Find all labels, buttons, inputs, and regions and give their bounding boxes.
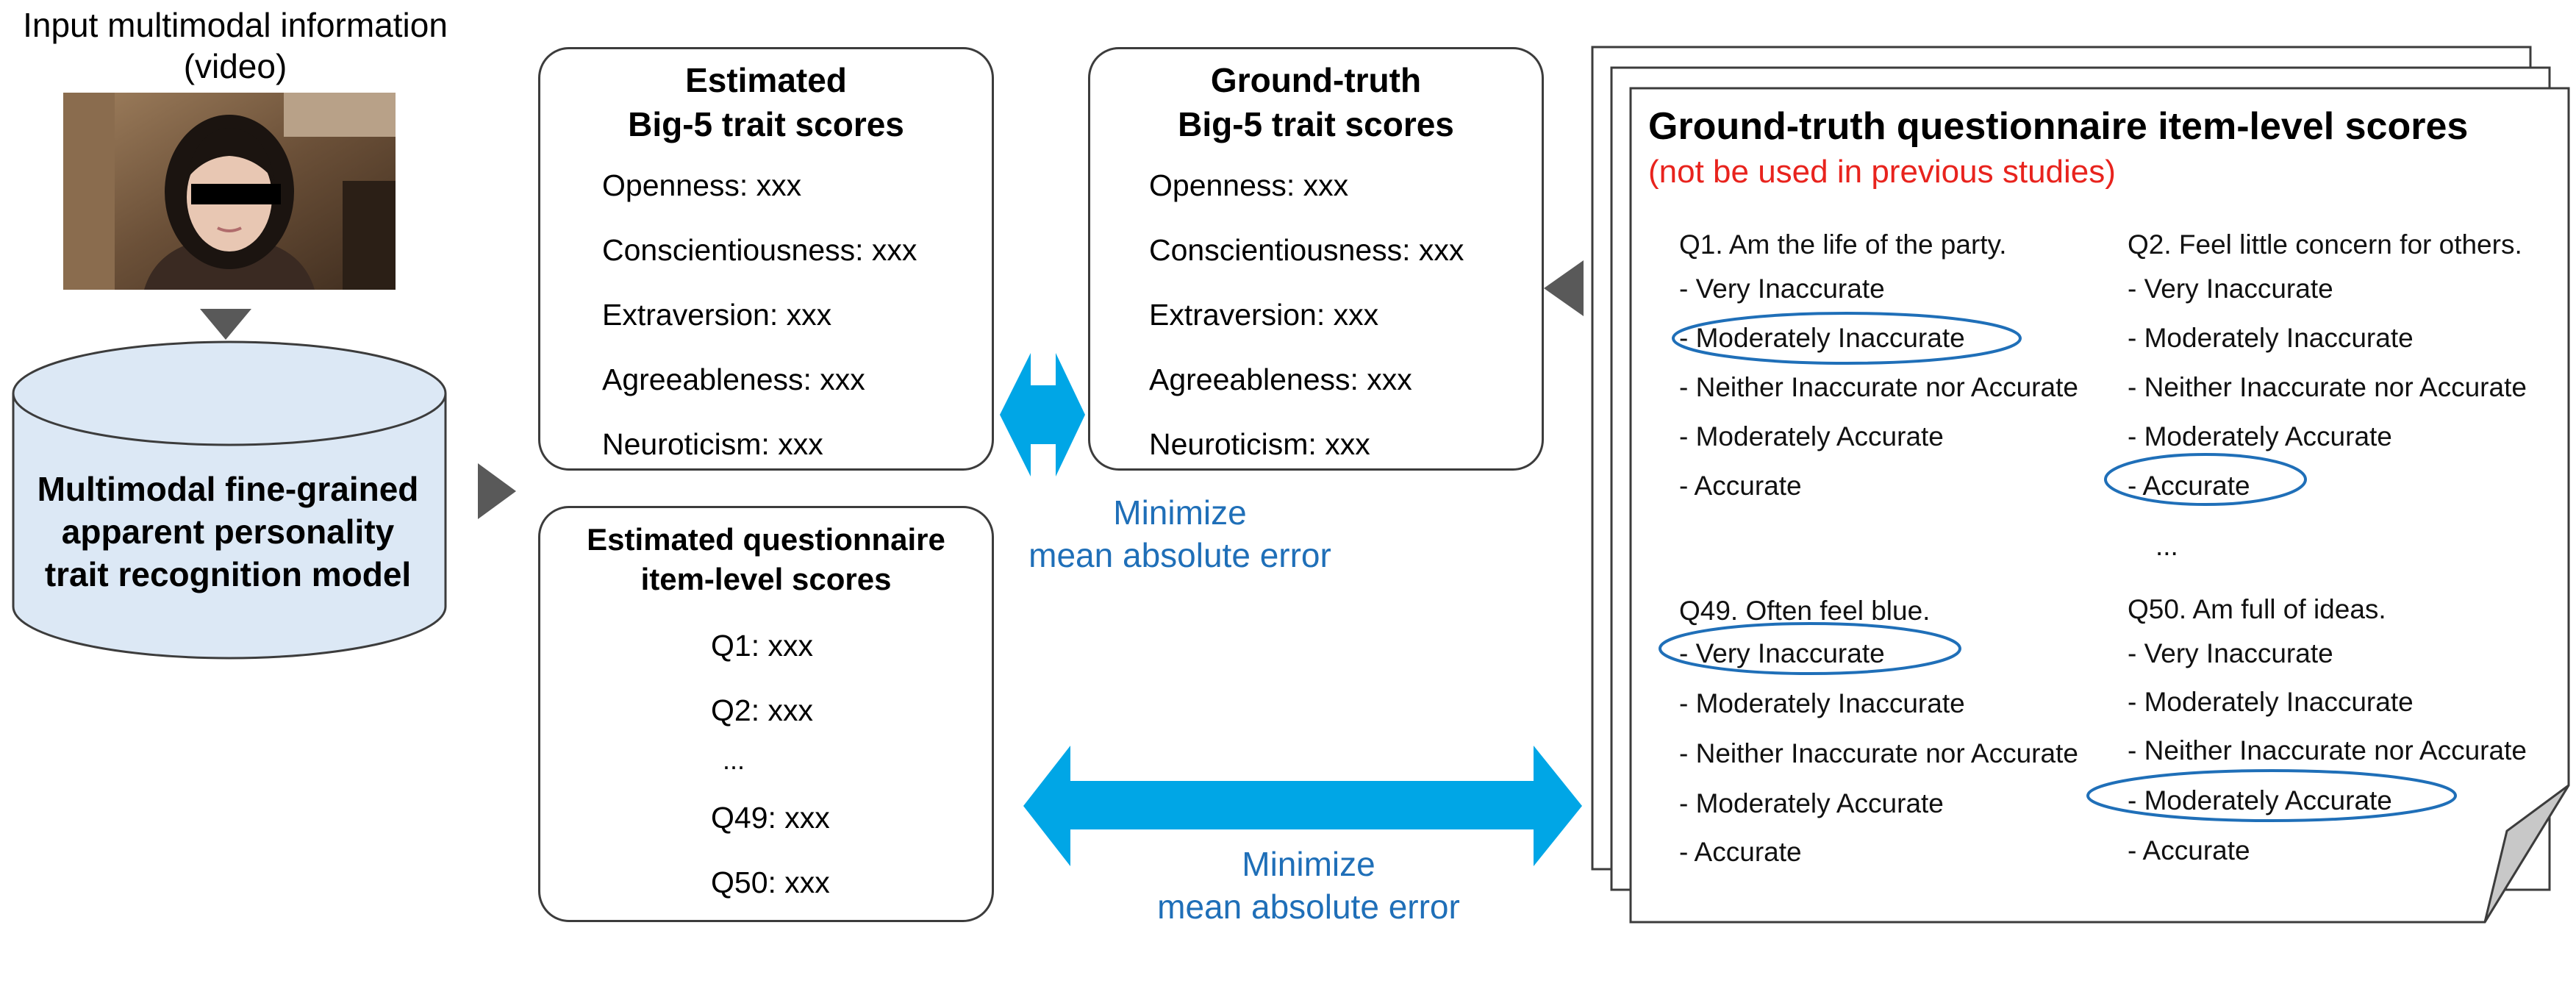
q50-option-4: - Moderately Accurate (2128, 785, 2392, 815)
question-q49: Q49. Often feel blue. (1679, 596, 1931, 626)
q49-option-3: - Neither Inaccurate nor Accurate (1679, 738, 2078, 768)
q50-option-1: - Very Inaccurate (2128, 638, 2333, 668)
estimated-items-title-line1: Estimated questionnaire (587, 522, 945, 557)
model-label-line1: Multimodal fine-grained (37, 470, 419, 508)
left-triangle-icon (1544, 260, 1584, 316)
input-title-line2: (video) (183, 47, 287, 85)
questionnaire-title: Ground-truth questionnaire item-level sc… (1648, 105, 2469, 148)
mae-label-bottom-line1: Minimize (1242, 845, 1375, 883)
estimated-item-q50: Q50: xxx (711, 865, 830, 899)
groundtruth-traits-title: Ground-truth Big-5 trait scores (1090, 58, 1542, 146)
mae-label-top: Minimize mean absolute error (1015, 491, 1345, 577)
model-label: Multimodal fine-grained apparent persona… (15, 468, 441, 596)
q2-option-4: - Moderately Accurate (2128, 421, 2392, 451)
double-arrow-icon (1023, 746, 1582, 866)
selection-circle (1672, 312, 2022, 365)
trait-conscientiousness: Conscientiousness: xxx (1149, 233, 1464, 267)
mae-label-top-line1: Minimize (1113, 493, 1247, 532)
estimated-traits-title-line2: Big-5 trait scores (628, 105, 904, 143)
database-cylinder-icon (12, 340, 447, 660)
video-thumbnail (63, 93, 396, 290)
trait-extraversion: Extraversion: xxx (602, 298, 832, 332)
model-label-line2: apparent personality (61, 513, 395, 551)
mae-label-bottom: Minimize mean absolute error (1147, 843, 1470, 928)
trait-extraversion: Extraversion: xxx (1149, 298, 1379, 332)
mae-label-top-line2: mean absolute error (1028, 536, 1331, 574)
q1-option-3: - Neither Inaccurate nor Accurate (1679, 372, 2078, 402)
groundtruth-traits-box: Ground-truth Big-5 trait scores Openness… (1088, 47, 1544, 471)
q1-option-1: - Very Inaccurate (1679, 274, 1885, 304)
q2-option-1: - Very Inaccurate (2128, 274, 2333, 304)
question-q1: Q1. Am the life of the party. (1679, 229, 2007, 260)
input-title: Input multimodal information (video) (0, 4, 471, 87)
q50-option-5: - Accurate (2128, 835, 2250, 865)
question-q2: Q2. Feel little concern for others. (2128, 229, 2522, 260)
q2-option-5: - Accurate (2128, 471, 2250, 501)
q49-option-4: - Moderately Accurate (1679, 788, 1944, 818)
estimated-item-q2: Q2: xxx (711, 693, 813, 727)
groundtruth-traits-title-line1: Ground-truth (1210, 61, 1422, 99)
model-label-line3: trait recognition model (44, 555, 412, 593)
down-triangle-icon (200, 309, 251, 340)
selection-circle (2086, 769, 2457, 822)
trait-neuroticism: Neuroticism: xxx (602, 427, 823, 461)
questionnaire-subtitle: (not be used in previous studies) (1648, 154, 2116, 190)
q50-option-2: - Moderately Inaccurate (2128, 687, 2414, 717)
input-title-line1: Input multimodal information (23, 6, 448, 44)
trait-agreeableness: Agreeableness: xxx (602, 363, 865, 396)
estimated-traits-title-line1: Estimated (685, 61, 847, 99)
selection-circle (2104, 453, 2307, 506)
questionnaire-ellipsis: ... (2155, 531, 2178, 561)
q50-option-3: - Neither Inaccurate nor Accurate (2128, 735, 2527, 765)
q1-option-5: - Accurate (1679, 471, 1802, 501)
estimated-items-title: Estimated questionnaire item-level score… (540, 520, 992, 599)
estimated-item-q1: Q1: xxx (711, 629, 813, 663)
question-q50: Q50. Am full of ideas. (2128, 594, 2386, 624)
q2-option-2: - Moderately Inaccurate (2128, 323, 2414, 353)
q1-option-4: - Moderately Accurate (1679, 421, 1944, 451)
estimated-traits-title: Estimated Big-5 trait scores (540, 58, 992, 146)
stacked-pages-icon (1591, 46, 2570, 924)
selection-circle (1659, 622, 1961, 675)
double-arrow-icon (1000, 353, 1085, 476)
trait-neuroticism: Neuroticism: xxx (1149, 427, 1370, 461)
estimated-items-title-line2: item-level scores (640, 562, 892, 596)
estimated-traits-box: Estimated Big-5 trait scores Openness: x… (538, 47, 994, 471)
right-triangle-icon (478, 463, 516, 519)
q49-option-2: - Moderately Inaccurate (1679, 688, 1965, 718)
q1-option-2: - Moderately Inaccurate (1679, 323, 1965, 353)
trait-conscientiousness: Conscientiousness: xxx (602, 233, 917, 267)
q49-option-5: - Accurate (1679, 837, 1802, 867)
q2-option-3: - Neither Inaccurate nor Accurate (2128, 372, 2527, 402)
estimated-items-box: Estimated questionnaire item-level score… (538, 506, 994, 922)
estimated-item-ellipsis: ... (723, 745, 745, 775)
groundtruth-traits-title-line2: Big-5 trait scores (1178, 105, 1454, 143)
trait-openness: Openness: xxx (1149, 168, 1349, 202)
q49-option-1: - Very Inaccurate (1679, 638, 1885, 668)
estimated-item-q49: Q49: xxx (711, 801, 830, 835)
mae-label-bottom-line2: mean absolute error (1157, 888, 1460, 926)
trait-openness: Openness: xxx (602, 168, 802, 202)
video-thumbnail-person (63, 93, 396, 290)
trait-agreeableness: Agreeableness: xxx (1149, 363, 1412, 396)
